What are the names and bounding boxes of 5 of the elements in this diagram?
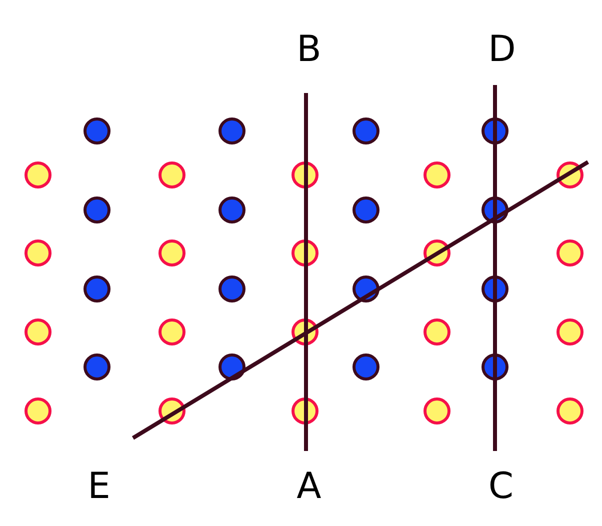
line-label: D: [488, 30, 516, 70]
line-label: E: [88, 467, 110, 507]
line-label: B: [296, 30, 322, 70]
line-label: C: [488, 467, 514, 507]
line-label: A: [296, 467, 322, 507]
